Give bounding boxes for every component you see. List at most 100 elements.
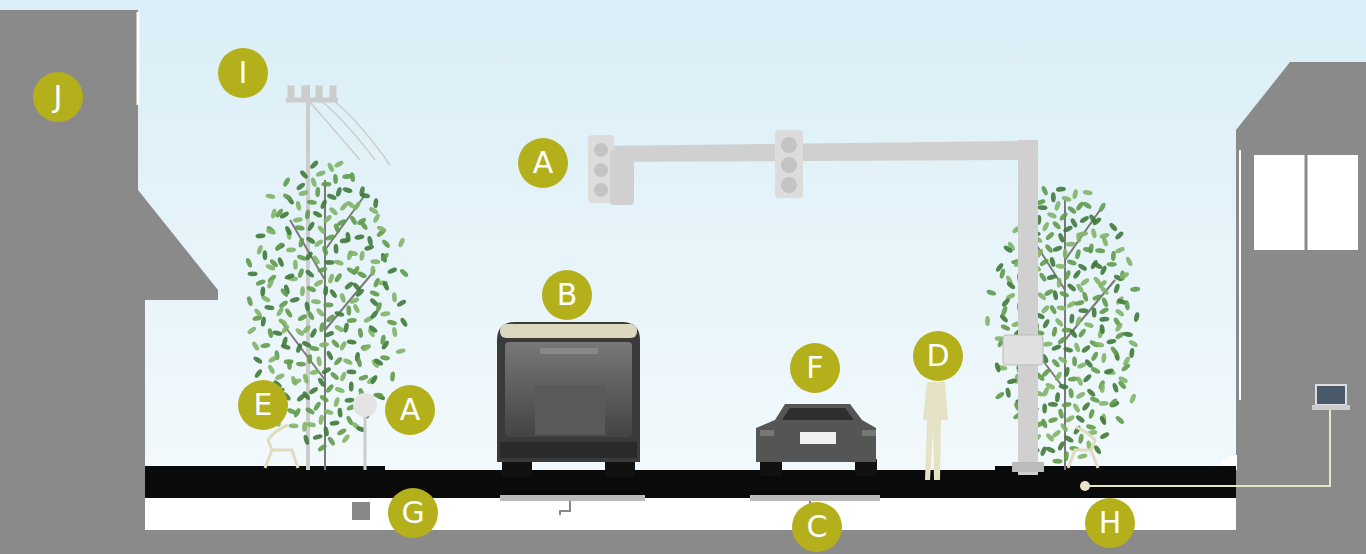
leaf <box>282 177 291 188</box>
leaf <box>1088 243 1094 254</box>
leaf <box>327 273 335 284</box>
leaf <box>1000 323 1011 331</box>
leaf <box>349 382 354 392</box>
leaf <box>1039 258 1050 268</box>
leaf <box>312 433 323 440</box>
leaf <box>1038 272 1047 283</box>
leaf <box>1081 401 1091 412</box>
leaf <box>1058 383 1069 389</box>
leaf <box>260 342 271 348</box>
leaf <box>313 279 324 288</box>
leaf <box>304 301 311 312</box>
leaf <box>1040 185 1048 196</box>
leaf <box>326 193 337 201</box>
leaf <box>380 311 391 317</box>
leaf <box>302 373 309 384</box>
leaf <box>1099 265 1108 276</box>
leaf <box>1045 231 1056 241</box>
leaf <box>1057 232 1065 243</box>
leaf <box>1074 249 1081 260</box>
leaf <box>1057 440 1066 451</box>
leaf <box>268 355 279 364</box>
leaf <box>1072 189 1079 200</box>
leaf <box>1114 331 1125 340</box>
leaf <box>399 317 408 328</box>
leaf <box>323 286 328 296</box>
leaf <box>399 268 410 278</box>
leaf <box>319 342 330 348</box>
leaf <box>1085 423 1096 430</box>
leaf <box>311 254 321 265</box>
leaf <box>323 426 330 437</box>
data-cable <box>1090 410 1330 486</box>
leaf <box>246 326 257 336</box>
traffic-signal <box>588 130 1044 475</box>
leaf <box>1077 262 1088 272</box>
leaf <box>1063 451 1069 461</box>
leaf <box>1114 322 1124 333</box>
leaf <box>1114 308 1125 318</box>
leaf <box>396 299 407 308</box>
leaf <box>266 225 277 235</box>
leaf <box>1066 282 1077 292</box>
leaf <box>286 247 296 252</box>
leaf <box>1069 313 1074 323</box>
leaf <box>1109 345 1119 356</box>
leaf <box>1119 271 1130 280</box>
leaf <box>305 406 316 415</box>
leaf <box>985 316 990 326</box>
leaf <box>1075 376 1084 387</box>
leaf <box>299 169 309 180</box>
leaf <box>380 334 387 345</box>
leaf <box>321 245 329 256</box>
leaf <box>1000 305 1008 316</box>
leaf <box>311 299 322 305</box>
leaf <box>1129 348 1135 359</box>
leaf <box>364 244 375 252</box>
leaf <box>272 330 283 337</box>
leaf <box>1057 408 1064 419</box>
leaf <box>1063 269 1071 280</box>
leaf <box>245 257 253 268</box>
leaf <box>1056 264 1066 269</box>
leaf <box>333 356 343 366</box>
leaf <box>1125 256 1134 267</box>
leaf <box>370 259 380 265</box>
leaf <box>1067 205 1078 215</box>
leaf <box>1046 274 1057 281</box>
leaf <box>274 241 284 252</box>
leaf <box>334 386 345 394</box>
leaf <box>1043 288 1054 297</box>
leaf <box>306 285 317 293</box>
leaf <box>370 374 379 385</box>
leaf <box>1068 388 1074 399</box>
leaf <box>1123 331 1134 337</box>
leaf <box>1082 189 1093 196</box>
leaf <box>1079 277 1090 287</box>
leaf <box>342 357 353 366</box>
leaf <box>325 260 335 265</box>
leaf <box>1054 317 1064 328</box>
leaf <box>278 299 289 309</box>
leaf <box>253 307 263 318</box>
leaf <box>1051 326 1058 337</box>
leaf <box>387 266 398 274</box>
bus <box>497 322 640 477</box>
leaf <box>308 386 319 396</box>
leaf <box>323 303 333 308</box>
leaf <box>1107 262 1117 267</box>
leaf <box>1072 402 1081 413</box>
leaf <box>335 186 343 197</box>
leaf <box>1092 293 1103 301</box>
leaf <box>265 193 276 200</box>
leaf <box>349 172 355 183</box>
leaf <box>354 234 365 241</box>
leaf <box>356 357 363 368</box>
leaf <box>1056 305 1067 311</box>
leaf <box>289 296 300 303</box>
leaf <box>295 181 306 191</box>
leaf <box>373 392 383 397</box>
leaf <box>395 348 406 355</box>
leaf <box>284 225 293 236</box>
leaf <box>344 398 354 403</box>
